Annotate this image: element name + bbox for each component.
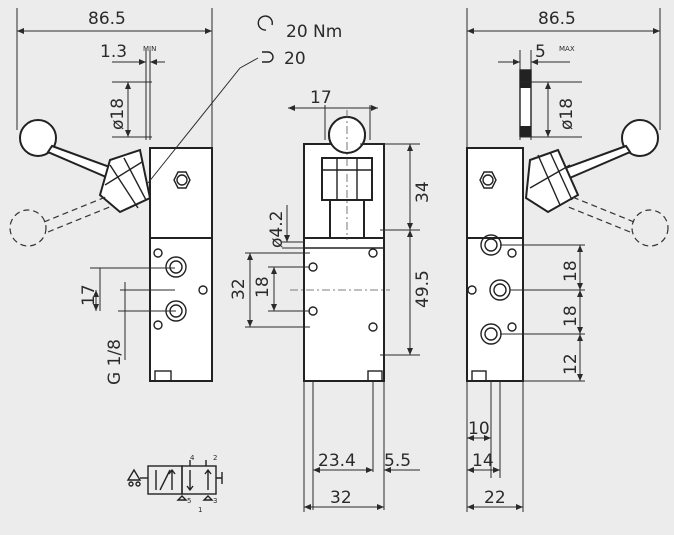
right-lower-body xyxy=(466,237,524,382)
wrench-label: 20 xyxy=(284,49,306,69)
sym-port-1: 1 xyxy=(198,506,202,514)
h32-label: 32 xyxy=(229,278,249,300)
h17-side-label: 17 xyxy=(79,284,99,306)
h495-label: 49.5 xyxy=(413,270,433,308)
r18a-label: 18 xyxy=(561,260,581,282)
h18-front-label: 18 xyxy=(253,276,273,298)
r14-label: 14 xyxy=(472,451,494,471)
sym-port-3: 3 xyxy=(213,497,217,505)
valve-symbol: 4 2 5 1 3 xyxy=(126,454,223,514)
right-width-label: 86.5 xyxy=(538,9,576,29)
dia18-right-label: ø18 xyxy=(557,98,577,130)
min-tag-label: MIN xyxy=(143,45,156,53)
port-upper xyxy=(165,256,187,278)
right-upper-body xyxy=(466,147,524,239)
lever-knob xyxy=(19,119,57,157)
left-upper-body xyxy=(149,147,213,239)
front-view: 17 34 49.5 xyxy=(229,88,433,512)
r10-label: 10 xyxy=(468,419,490,439)
right-lever-knob xyxy=(621,119,659,157)
dia18-left-label: ø18 xyxy=(108,98,128,130)
sym-port-4: 4 xyxy=(190,454,195,462)
sym-port-2: 2 xyxy=(213,454,217,462)
r22-label: 22 xyxy=(484,488,506,508)
h34-label: 34 xyxy=(413,181,433,203)
w234-label: 23.4 xyxy=(318,451,356,471)
left-lower-body xyxy=(149,237,213,382)
right-view: 86.5 5 MAX ø18 xyxy=(466,8,669,512)
left-view: 86.5 1.3 MIN ø18 xyxy=(9,8,342,385)
w32-label: 32 xyxy=(330,488,352,508)
thread-label: G 1/8 xyxy=(105,339,125,385)
min-value-label: 1.3 xyxy=(100,42,127,62)
sym-port-5: 5 xyxy=(187,497,191,505)
max-tag-label: MAX xyxy=(559,45,575,53)
torque-label: 20 Nm xyxy=(286,22,342,42)
dia42-label: ø4.2 xyxy=(267,211,287,248)
width17-label: 17 xyxy=(310,88,332,108)
left-width-label: 86.5 xyxy=(88,9,126,29)
r18b-label: 18 xyxy=(561,305,581,327)
max-value-label: 5 xyxy=(535,42,546,62)
r12-label: 12 xyxy=(561,353,581,375)
w55-label: 5.5 xyxy=(384,451,411,471)
